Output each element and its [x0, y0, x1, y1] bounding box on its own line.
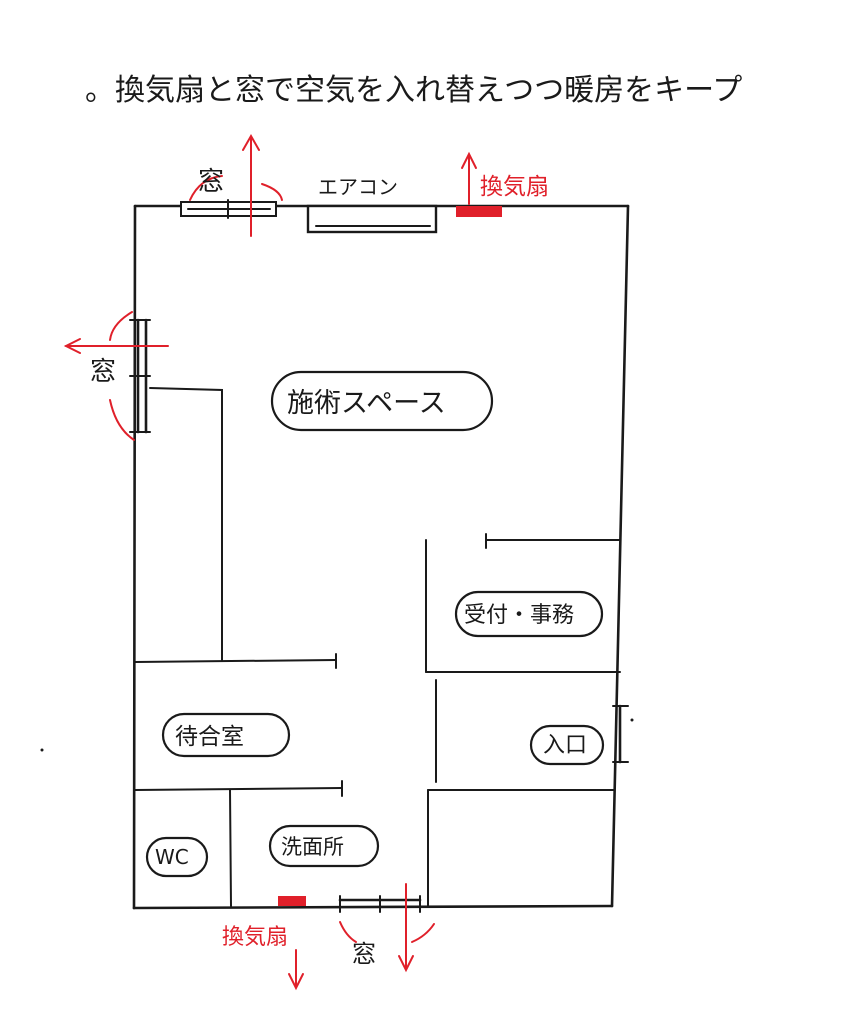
- washroom-label: 洗面所: [281, 835, 344, 859]
- entrance-door: [612, 704, 629, 764]
- waiting-room-label: 待合室: [175, 724, 244, 750]
- interior-walls: [134, 387, 621, 907]
- aircon-unit: [306, 204, 438, 234]
- fan-top-label: 換気扇: [480, 174, 549, 200]
- stray-dot: [630, 718, 634, 722]
- window-top-label: 窓: [198, 167, 224, 197]
- window-bottom: [338, 883, 435, 973]
- diagram-title: 。換気扇と窓で空気を入れ替えつつ暖房をキープ: [85, 73, 742, 108]
- bubble-waiting: [161, 712, 291, 758]
- outer-walls: [132, 204, 630, 910]
- bubble-wc: [145, 836, 209, 878]
- stray-dot: [40, 748, 44, 752]
- window-left: [63, 311, 169, 441]
- wc-label: WC: [155, 845, 189, 869]
- fan-bottom-label: 換気扇: [222, 925, 288, 950]
- window-left-label: 窓: [90, 357, 116, 387]
- bubble-treatment: [270, 370, 494, 432]
- reception-label: 受付・事務: [464, 603, 574, 628]
- entrance-label: 入口: [543, 733, 587, 758]
- ventilation-fan-top: [456, 151, 502, 217]
- bubble-entrance: [529, 724, 605, 766]
- aircon-label: エアコン: [318, 175, 398, 199]
- treatment-space-label: 施術スペース: [287, 388, 446, 419]
- window-top: [180, 133, 283, 237]
- bubble-washroom: [268, 824, 380, 868]
- bubble-reception: [454, 590, 604, 638]
- ventilation-fan-bottom: [278, 896, 306, 991]
- window-bottom-label: 窓: [352, 940, 376, 968]
